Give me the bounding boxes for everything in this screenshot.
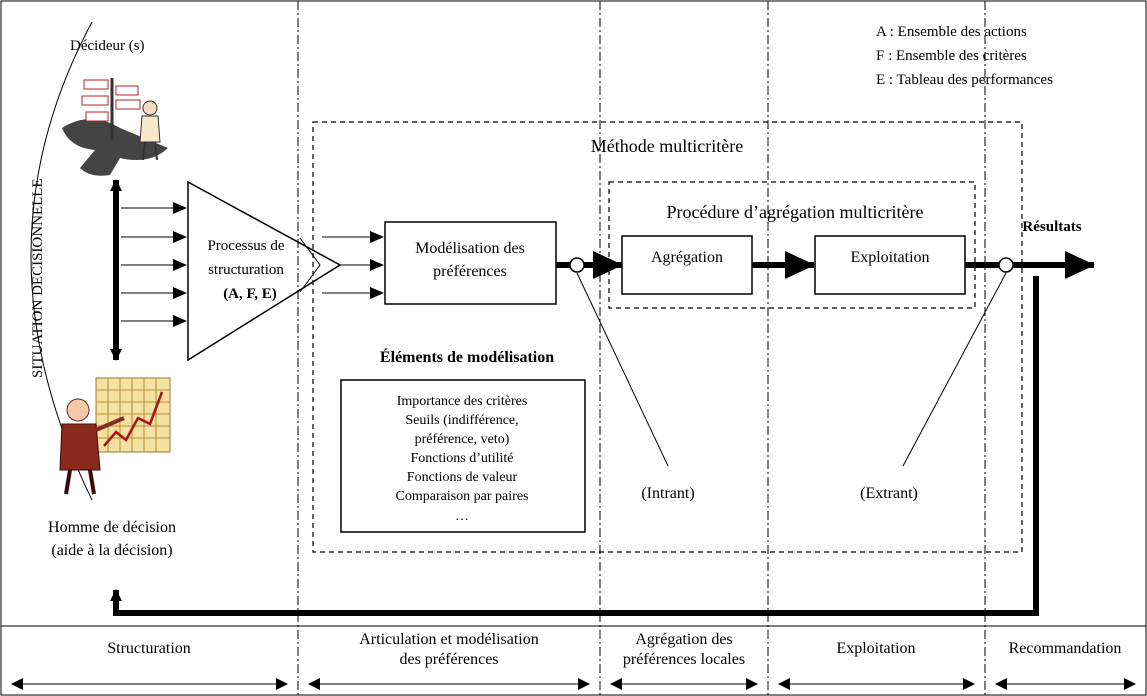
methode-box (312, 121, 1023, 553)
phase-label-agregation-1: Agrégation des (635, 631, 732, 648)
decideur-label: Décideur (s) (70, 38, 145, 54)
procedure-title: Procédure d’agrégation multicritère (667, 202, 924, 222)
modelisation-line2: préférences (433, 263, 507, 280)
phase-label-agregation-2: préférences locales (623, 651, 745, 668)
extrant-node (998, 257, 1014, 273)
exploitation-label: Exploitation (850, 249, 929, 266)
extrant-leader (902, 272, 1007, 467)
intrant-leader (576, 272, 669, 467)
extrant-label: (Extrant) (860, 485, 918, 502)
homme-label-line1: Homme de décision (48, 519, 176, 536)
modelisation-line1: Modélisation des (415, 240, 525, 257)
processus-line3: (A, F, E) (223, 286, 277, 302)
resultats-label: Résultats (1022, 219, 1081, 235)
feedback-loop-arrow (110, 276, 1039, 616)
element-item: Importance des critères (397, 394, 528, 409)
phase-label-exploitation: Exploitation (836, 640, 915, 657)
processus-line1: Processus de (207, 238, 284, 254)
element-item: Comparaison par paires (396, 489, 529, 504)
agregation-label: Agrégation (651, 249, 723, 266)
procedure-box (608, 181, 976, 309)
phase-label-recommandation: Recommandation (1009, 640, 1122, 657)
element-item: Seuils (indifférence, (405, 413, 518, 428)
intrant-node (569, 257, 585, 273)
homme-label-line2: (aide à la décision) (51, 542, 172, 559)
intrant-label: (Intrant) (641, 485, 694, 502)
legend-e: E : Tableau des performances (876, 72, 1053, 88)
legend-f: F : Ensemble des critères (876, 48, 1027, 64)
triangle-fan (299, 237, 321, 293)
processus-line2: structuration (208, 262, 284, 278)
phase-label-structuration: Structuration (107, 640, 191, 657)
decision-maker-signpost-icon (62, 78, 168, 176)
phase-label-articulation-1: Articulation et modélisation (359, 631, 539, 648)
methode-title: Méthode multicritère (591, 136, 743, 156)
analyst-chart-icon (59, 377, 171, 495)
processus-triangle (187, 180, 342, 362)
phase-label-articulation-2: des préférences (399, 651, 498, 668)
elements-box (340, 379, 586, 533)
element-item: Fonctions de valeur (407, 470, 518, 485)
situation-label: SITUATION DECISIONNELLE (30, 178, 46, 378)
element-item: … (455, 509, 469, 524)
element-item: Fonctions d’utilité (410, 451, 513, 466)
legend-a: A : Ensemble des actions (876, 24, 1027, 40)
element-item: préférence, veto) (415, 432, 510, 447)
elements-title: Éléments de modélisation (380, 347, 554, 366)
